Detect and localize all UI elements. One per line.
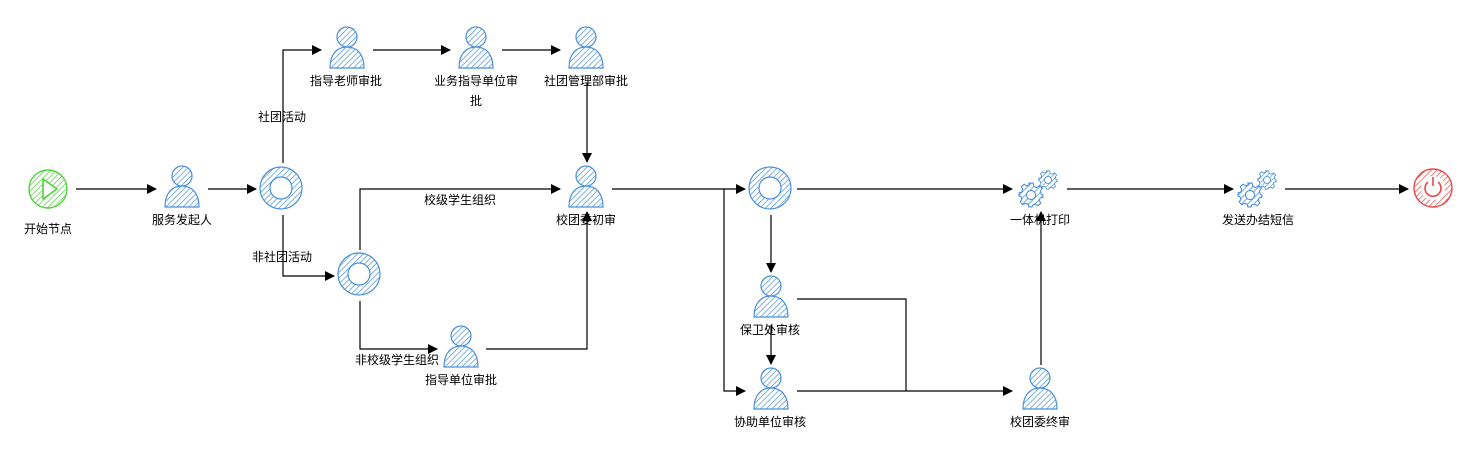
- edge-guide-unit-to-league-first[interactable]: [486, 211, 592, 350]
- play-icon: [42, 178, 58, 200]
- user-icon[interactable]: [568, 26, 604, 69]
- gateway-3[interactable]: [748, 166, 792, 210]
- start-node-label: 开始节点: [23, 222, 73, 236]
- edge-gw2-to-league-first[interactable]: [359, 184, 561, 250]
- user-icon[interactable]: [1022, 367, 1058, 410]
- power-icon: [1424, 181, 1442, 197]
- gateway-ring-icon: [269, 176, 293, 200]
- edge-label-non-school-org: 非校级学生组织: [355, 353, 440, 367]
- gears-icon: [1237, 182, 1263, 208]
- gateway-2[interactable]: [337, 252, 381, 296]
- initiator-label: 服务发起人: [151, 213, 213, 227]
- gears-icon: [1038, 170, 1058, 190]
- edge-label-non-club-activity: 非社团活动: [252, 250, 313, 264]
- league-first-label: 校团委初审: [555, 213, 617, 227]
- user-icon[interactable]: [753, 275, 789, 318]
- gateway-ring-icon: [758, 176, 782, 200]
- edge-gw1-to-gw2[interactable]: [282, 215, 335, 281]
- user-icon[interactable]: [568, 165, 604, 208]
- print-label: 一体机打印: [1009, 213, 1071, 227]
- guide-unit-label: 指导单位审批: [424, 373, 498, 387]
- user-icon[interactable]: [753, 367, 789, 410]
- security-label: 保卫处审核: [739, 323, 801, 337]
- biz-unit-label-line2: 批: [469, 94, 483, 108]
- gears-icon: [1257, 170, 1277, 190]
- edge-gw1-to-advisor[interactable]: [282, 45, 322, 163]
- edge-security-to-league-final[interactable]: [797, 298, 907, 391]
- gears-icon: [1018, 182, 1044, 208]
- service-task-sms[interactable]: [1237, 170, 1277, 208]
- user-icon[interactable]: [164, 165, 200, 208]
- edge-label-club-activity: 社团活动: [258, 110, 307, 124]
- edge-gw2-to-guide-unit[interactable]: [359, 301, 438, 354]
- end-event-node[interactable]: [1413, 168, 1453, 208]
- gateway-ring-icon: [347, 262, 371, 286]
- biz-unit-label-line1: 业务指导单位审: [433, 74, 519, 88]
- user-icon[interactable]: [329, 26, 365, 69]
- user-icon[interactable]: [458, 26, 494, 69]
- gateway-1[interactable]: [259, 166, 303, 210]
- service-task-print[interactable]: [1018, 170, 1058, 208]
- league-final-label: 校团委终审: [1009, 415, 1071, 429]
- start-event-node[interactable]: [28, 169, 68, 209]
- sms-label: 发送办结短信: [1221, 213, 1295, 227]
- club-mgmt-label: 社团管理部审批: [543, 74, 629, 88]
- assist-unit-label: 协助单位审核: [733, 415, 807, 429]
- user-icon[interactable]: [443, 325, 479, 368]
- edges: [76, 45, 1409, 396]
- edge-label-school-org: 校级学生组织: [424, 193, 497, 207]
- edge-league-first-to-assist-unit[interactable]: [723, 189, 746, 396]
- advisor-label: 指导老师审批: [309, 74, 383, 88]
